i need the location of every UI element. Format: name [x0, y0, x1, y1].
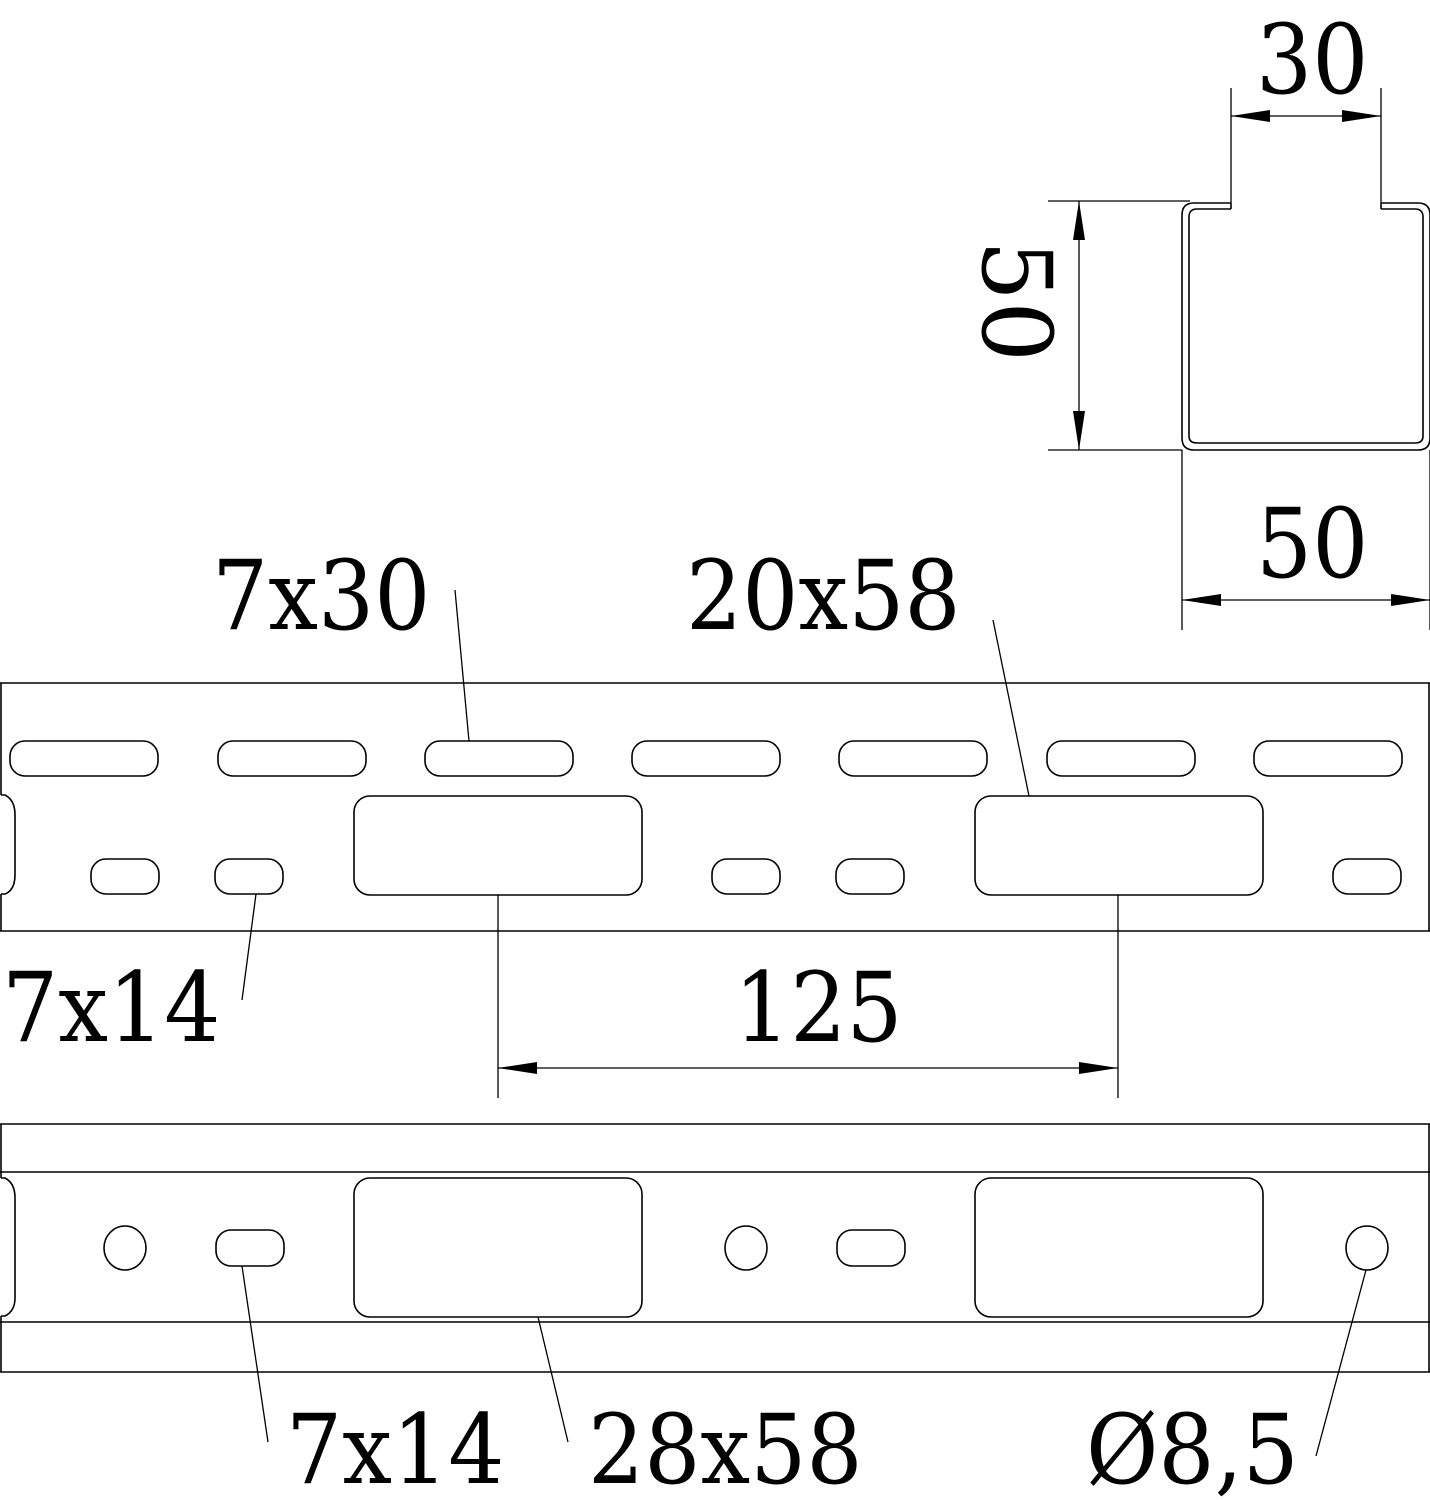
slot-7x14: [1332, 858, 1402, 895]
dimension-slot-width: [1230, 88, 1382, 203]
slot-7x30: [424, 740, 574, 777]
dimension-pitch: [497, 895, 1119, 1098]
slot-7x30: [1253, 740, 1403, 777]
side-view-strip: [0, 1123, 1430, 1373]
slot-7x14: [215, 1229, 285, 1267]
leader-20x58: [992, 619, 1030, 797]
slot-7x14: [835, 858, 905, 895]
slot-7x14: [214, 858, 284, 895]
label-cutout-20x58: 20x58: [686, 540, 961, 652]
hole-8-5: [724, 1225, 768, 1271]
label-pitch: 125: [734, 952, 903, 1064]
slot-7x14: [711, 858, 781, 895]
leader-hole: [1315, 1269, 1367, 1457]
slot-7x30: [631, 740, 781, 777]
top-view-strip: [0, 682, 1430, 932]
slot-7x14: [836, 1229, 906, 1267]
hole-8-5: [103, 1225, 147, 1271]
label-cutout-28x58: 28x58: [588, 1394, 863, 1500]
slot-7x30: [9, 740, 159, 777]
label-width: 50: [1256, 488, 1369, 600]
slot-7x14: [90, 858, 160, 895]
leader-28x58: [537, 1316, 569, 1443]
leader-7x14-side: [241, 1265, 269, 1443]
leader-7x14-top: [241, 893, 257, 1001]
label-height: 50: [960, 240, 1072, 363]
cutout-28x58: [974, 1177, 1264, 1318]
cutout-20x58: [353, 795, 643, 896]
label-slot-7x30: 7x30: [212, 540, 431, 652]
slot-7x30: [1046, 740, 1196, 777]
hole-8-5: [1345, 1225, 1389, 1271]
cross-section-profile: [1181, 202, 1430, 451]
cutout-20x58: [974, 795, 1264, 896]
leader-7x30: [454, 589, 470, 742]
label-slot-7x14-top: 7x14: [2, 952, 221, 1064]
label-slot-width: 30: [1256, 4, 1369, 116]
slot-7x30: [838, 740, 988, 777]
cutout-28x58: [353, 1177, 643, 1318]
dimension-height: [1048, 200, 1190, 451]
dimension-width: [1181, 450, 1430, 630]
label-hole-diameter: Ø8,5: [1086, 1394, 1299, 1500]
slot-7x30: [217, 740, 367, 777]
label-slot-7x14-side: 7x14: [286, 1394, 505, 1500]
